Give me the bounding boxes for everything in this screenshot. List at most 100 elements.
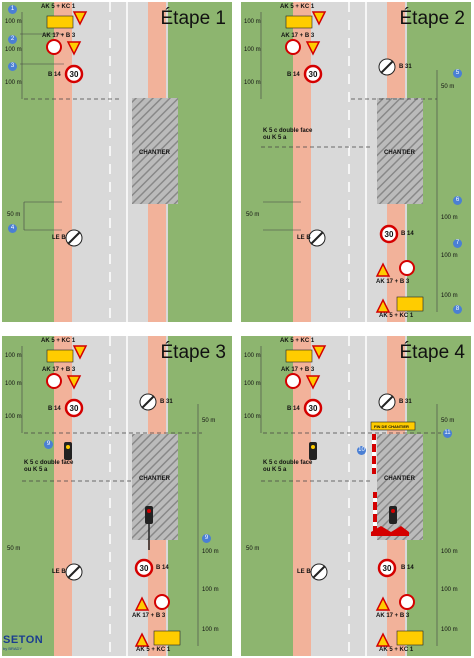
- sign-label: AK 17 + B 3: [132, 613, 166, 619]
- distance-label: 100 m: [244, 381, 261, 387]
- traffic-light-icon: [64, 442, 72, 460]
- no-overtaking-icon: [46, 39, 62, 55]
- roadworks-triangle-icon: [72, 11, 88, 26]
- step-number: 2: [8, 35, 17, 44]
- sign-label: K 5 c double face: [263, 460, 313, 466]
- sign-label: ou K 5 a: [263, 467, 287, 473]
- sign-label: AK 17 + B 3: [376, 613, 410, 619]
- step-number: 4: [8, 224, 17, 233]
- step-number: 6: [453, 196, 462, 205]
- distance-label: 100 m: [5, 381, 22, 387]
- distance-label: 100 m: [441, 293, 458, 299]
- step-number: 10: [357, 446, 366, 455]
- distance-label: 100 m: [441, 253, 458, 259]
- chantier-label: CHANTIER: [384, 476, 415, 482]
- sign-label: K 5 c double face: [24, 460, 74, 466]
- sign-label: AK 5 + KC 1: [41, 338, 76, 344]
- narrowing-triangle-icon: [66, 41, 82, 56]
- sign-label: B 14: [156, 565, 169, 571]
- sign-label: LE B: [52, 235, 66, 241]
- panel-etape-4: 30 30 Étape 4 CHANTIER AK 5 + KC 1 AK 17…: [241, 336, 471, 656]
- step-number: 3: [8, 62, 17, 71]
- sign-label: AK 5 + KC 1: [136, 647, 171, 653]
- distance-label: 50 m: [246, 212, 260, 218]
- distance-label: 100 m: [244, 353, 261, 359]
- sign-label: FIN DE CHANTIER: [374, 424, 409, 429]
- deviation-sign: [46, 15, 74, 29]
- speed-limit-icon: [64, 64, 84, 84]
- svg-text:30: 30: [309, 404, 318, 413]
- sign-label: B 31: [399, 64, 412, 70]
- step-number: 1: [8, 5, 17, 14]
- distance-label: 100 m: [441, 587, 458, 593]
- distance-label: 50 m: [7, 212, 21, 218]
- svg-text:30: 30: [385, 230, 394, 239]
- sign-label: B 14: [287, 406, 300, 412]
- road-diagram: 30: [20, 2, 178, 322]
- sign-label: B 14: [48, 72, 61, 78]
- svg-text:30: 30: [70, 70, 79, 79]
- sign-label: ou K 5 a: [24, 467, 48, 473]
- distance-label: 50 m: [7, 546, 21, 552]
- distance-label: 100 m: [244, 414, 261, 420]
- sign-label: K 5 c double face: [263, 128, 313, 134]
- sign-label: ou K 5 a: [263, 135, 287, 141]
- step-number: 9: [44, 440, 53, 449]
- sign-label: AK 5 + KC 1: [280, 4, 315, 10]
- sign-label: LE B: [297, 235, 311, 241]
- panel-title: Étape 1: [160, 8, 227, 29]
- distance-label: 100 m: [441, 215, 458, 221]
- chantier-label: CHANTIER: [384, 150, 415, 156]
- distance-label: 50 m: [202, 418, 216, 424]
- sign-label: AK 17 + B 3: [281, 33, 315, 39]
- sign-label: B 14: [401, 231, 414, 237]
- step-number: 5: [453, 69, 462, 78]
- sign-label: AK 5 + KC 1: [379, 313, 414, 319]
- distance-label: 100 m: [5, 47, 22, 53]
- panel-title: Étape 4: [399, 342, 466, 363]
- svg-text:30: 30: [383, 564, 392, 573]
- sign-label: AK 17 + B 3: [42, 33, 76, 39]
- distance-label: 100 m: [244, 80, 261, 86]
- sign-label: LE B: [297, 569, 311, 575]
- panel-title: Étape 2: [399, 8, 466, 29]
- chantier-label: CHANTIER: [139, 476, 170, 482]
- sign-label: B 31: [160, 399, 173, 405]
- sign-label: AK 5 + KC 1: [41, 4, 76, 10]
- fin-de-chantier-sign: [370, 421, 416, 431]
- svg-text:30: 30: [140, 564, 149, 573]
- panel-etape-2: 30 30 Étape 2 CHANTIER AK 5 + KC 1 AK 17…: [241, 2, 471, 322]
- sign-label: AK 17 + B 3: [376, 279, 410, 285]
- sign-label: B 14: [287, 72, 300, 78]
- sign-label: B 31: [399, 399, 412, 405]
- sign-label: AK 17 + B 3: [42, 367, 76, 373]
- sign-label: AK 5 + KC 1: [280, 338, 315, 344]
- distance-label: 100 m: [441, 627, 458, 633]
- sign-label: B 14: [48, 406, 61, 412]
- road-diagram: 30 30: [21, 336, 202, 656]
- step-number: 9: [202, 534, 211, 543]
- distance-label: 100 m: [202, 627, 219, 633]
- svg-text:30: 30: [309, 70, 318, 79]
- seton-logo: SETON by BRADY: [3, 634, 44, 651]
- distance-label: 100 m: [244, 47, 261, 53]
- step-number: 7: [453, 239, 462, 248]
- distance-label: 100 m: [202, 587, 219, 593]
- road-diagram: 30 30: [260, 336, 441, 656]
- distance-label: 100 m: [244, 19, 261, 25]
- step-number: 11: [443, 429, 452, 438]
- traffic-light-icon: [145, 506, 153, 524]
- distance-label: 100 m: [202, 549, 219, 555]
- step-number: 8: [453, 305, 462, 314]
- circulation-sign: [396, 296, 424, 312]
- distance-label: 50 m: [441, 418, 455, 424]
- svg-text:30: 30: [70, 404, 79, 413]
- panel-etape-3: 30 30 Étape 3 CHANTIER AK 5 + KC 1 AK 17…: [2, 336, 232, 656]
- distance-label: 100 m: [5, 414, 22, 420]
- sign-label: AK 17 + B 3: [281, 367, 315, 373]
- sign-label: LE B: [52, 569, 66, 575]
- distance-label: 100 m: [5, 353, 22, 359]
- distance-label: 100 m: [5, 80, 22, 86]
- distance-label: 100 m: [441, 549, 458, 555]
- distance-label: 50 m: [441, 84, 455, 90]
